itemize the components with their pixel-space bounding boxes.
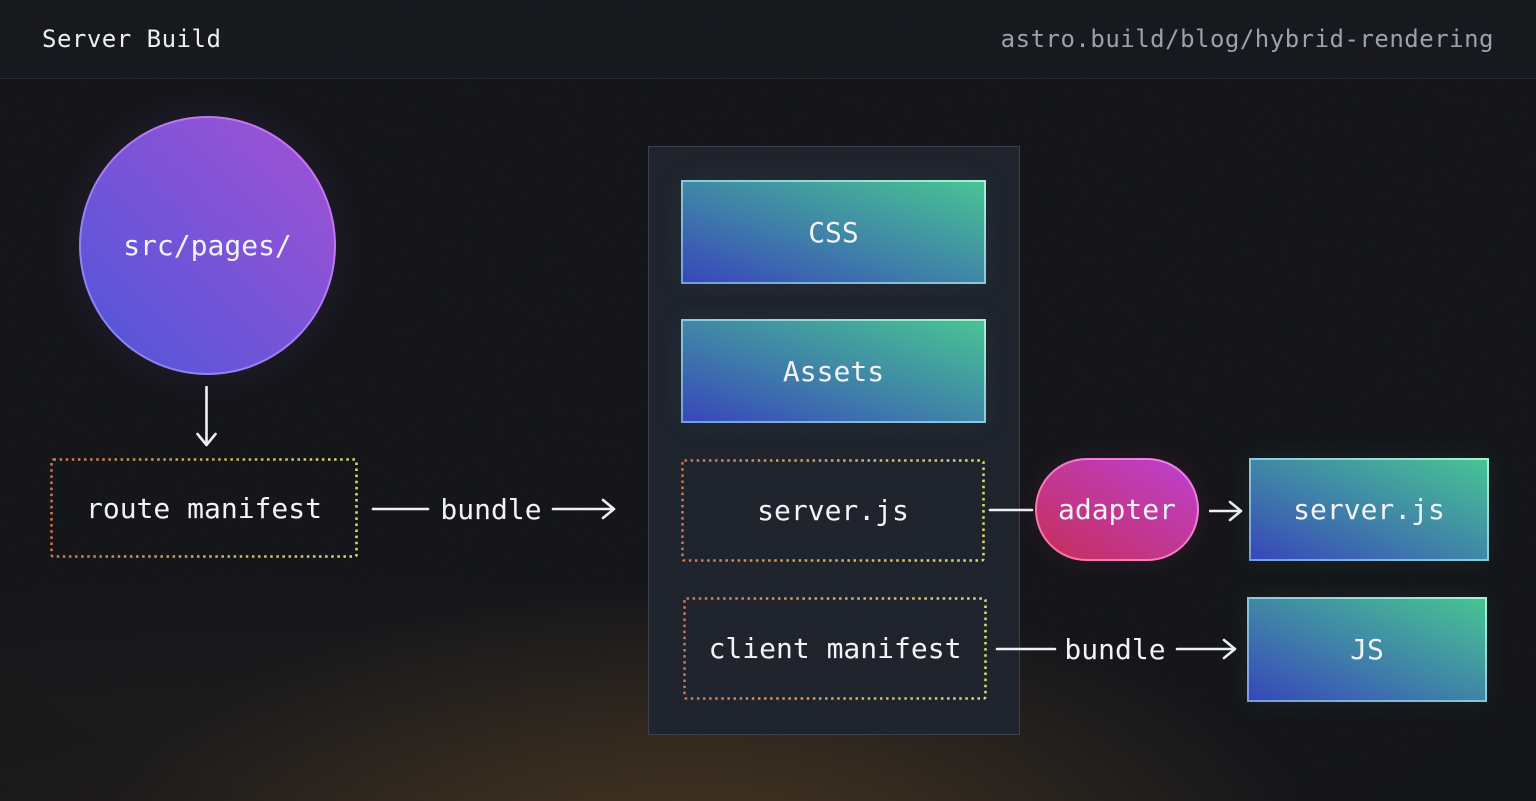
edge-bundle-label: bundle	[1064, 632, 1166, 666]
node-css-label: CSS	[808, 215, 859, 249]
node-src-pages-label: src/pages/	[123, 229, 292, 262]
connector-server-to-adapter	[988, 508, 1034, 512]
node-server-js-output: server.js	[1249, 458, 1489, 561]
arrow-down-icon	[196, 386, 217, 447]
node-server-js-output-label: server.js	[1293, 493, 1445, 526]
node-js-output-label: JS	[1350, 633, 1384, 666]
node-client-manifest: client manifest	[683, 597, 987, 700]
node-server-js-intermediate: server.js	[681, 459, 985, 562]
blog-url: astro.build/blog/hybrid-rendering	[1000, 25, 1494, 53]
node-route-manifest: route manifest	[50, 458, 358, 558]
node-js-output: JS	[1247, 597, 1487, 702]
node-adapter: adapter	[1035, 458, 1199, 561]
header-bar: Server Build astro.build/blog/hybrid-ren…	[0, 0, 1536, 79]
node-route-manifest-label: route manifest	[85, 491, 322, 525]
node-src-pages: src/pages/	[79, 116, 336, 375]
node-server-js-intermediate-label: server.js	[757, 494, 909, 527]
edge-client-manifest-to-js: bundle	[995, 632, 1243, 666]
page-title: Server Build	[42, 25, 222, 53]
edge-bundle-label: bundle	[440, 492, 542, 526]
node-adapter-label: adapter	[1057, 493, 1176, 526]
node-assets-label: Assets	[782, 354, 885, 388]
edge-route-to-container: bundle	[370, 492, 622, 526]
node-css: CSS	[681, 180, 986, 284]
node-client-manifest-label: client manifest	[708, 632, 962, 665]
node-assets: Assets	[681, 319, 986, 423]
arrow-right-icon	[1209, 500, 1243, 522]
